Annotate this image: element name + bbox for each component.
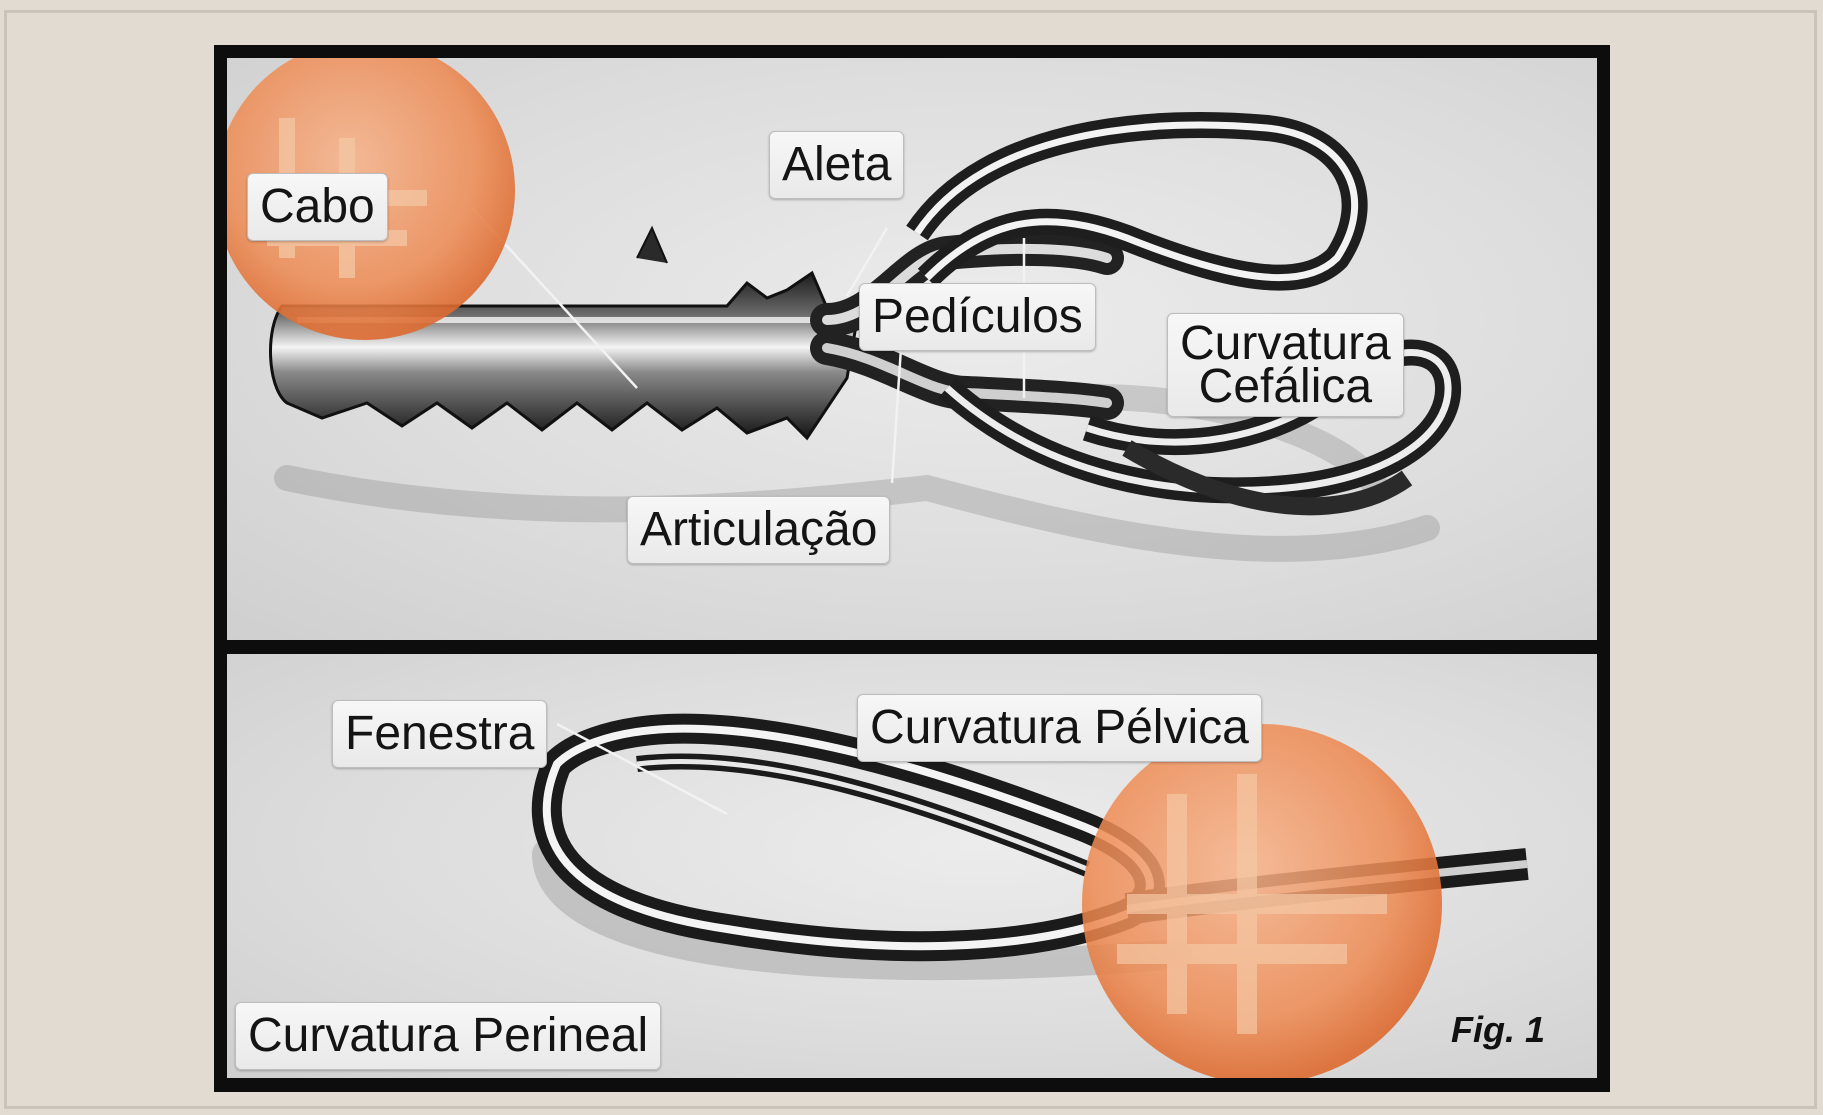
forceps-panel: Cabo Aleta Pedículos Curvatura Cefálica …	[227, 58, 1597, 640]
figure-frame: Cabo Aleta Pedículos Curvatura Cefálica …	[214, 45, 1610, 1092]
blade-panel: Fenestra Curvatura Pélvica Curvatura Per…	[227, 654, 1597, 1078]
label-curvatura-perineal: Curvatura Perineal	[235, 1002, 661, 1070]
label-pediculos: Pedículos	[859, 283, 1096, 351]
label-curvatura-pelvica: Curvatura Pélvica	[857, 694, 1262, 762]
label-aleta: Aleta	[769, 131, 904, 199]
label-fenestra: Fenestra	[332, 700, 547, 768]
figure-number: Fig. 1	[1451, 1009, 1545, 1051]
label-cabo: Cabo	[247, 173, 388, 241]
medgrupo-seal-bottom	[1082, 724, 1442, 1078]
label-curvatura-cefalica-line2: Cefálica	[1180, 365, 1391, 408]
label-curvatura-cefalica: Curvatura Cefálica	[1167, 313, 1404, 417]
label-articulacao: Articulação	[627, 496, 890, 564]
label-curvatura-cefalica-line1: Curvatura	[1180, 322, 1391, 365]
